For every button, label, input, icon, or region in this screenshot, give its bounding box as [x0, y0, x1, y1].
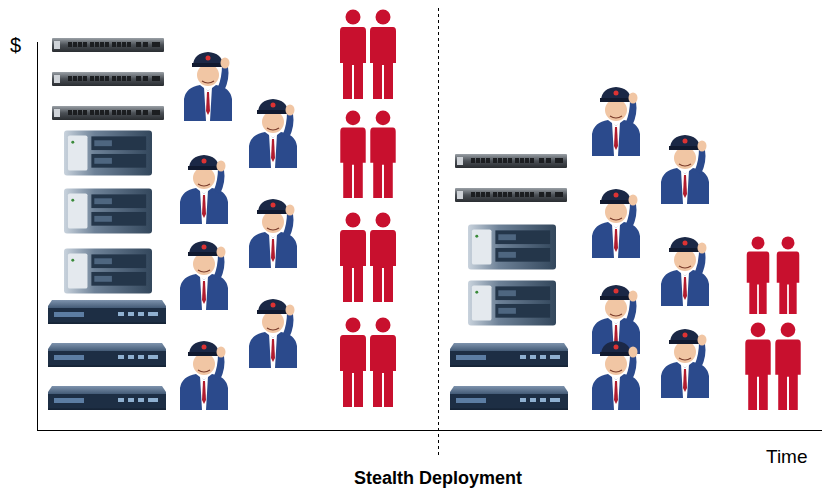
axis-label: $: [10, 34, 21, 56]
after-technicians: [592, 87, 709, 410]
before-technicians: [180, 52, 297, 410]
axis-label-holder: $: [10, 34, 21, 57]
axis-label-holder: Time: [766, 446, 808, 468]
caption-text-holder: Stealth Deployment: [354, 468, 522, 489]
axis-label: Time: [766, 446, 808, 467]
after-equipment: [450, 154, 568, 410]
divider-line: [438, 8, 439, 458]
caption-text: Stealth Deployment: [354, 468, 522, 488]
before-equipment: [48, 38, 166, 410]
before-staff: [340, 10, 396, 408]
after-staff: [745, 236, 800, 410]
axes: [37, 42, 822, 431]
